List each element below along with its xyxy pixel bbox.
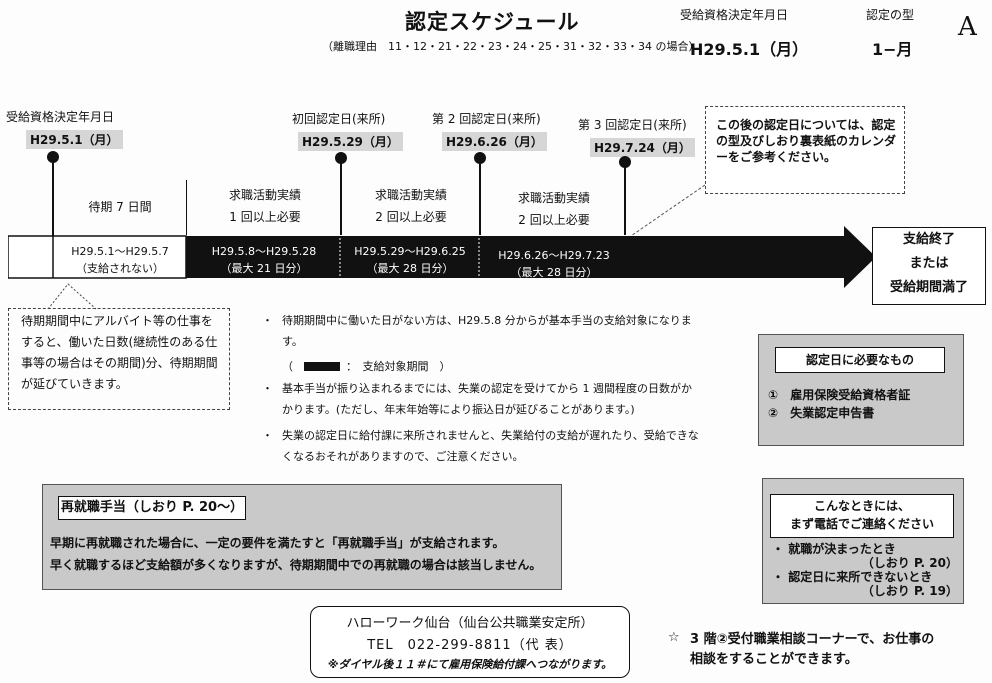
reemployment-text: 早期に再就職された場合に、一定の要件を満たすと「再就職手当」が支給されます。 早… bbox=[50, 532, 541, 576]
bullet-icon: ・ bbox=[262, 429, 273, 442]
callout-pointer bbox=[627, 184, 706, 239]
end-box: 支給終了 または 受給期間満了 bbox=[872, 227, 986, 305]
schedule-callout: この後の認定日については、認定の型及びしおり裏表紙のカレンダーをご参考ください。 bbox=[705, 106, 905, 194]
page-title: 認定スケジュール bbox=[405, 10, 580, 34]
event-date-first: H29.5.29（月） bbox=[298, 132, 403, 151]
segment-divider bbox=[186, 180, 187, 235]
segment-title-2: 求職活動実績 bbox=[374, 188, 447, 202]
segment-range-1: H29.5.8～H29.5.28 bbox=[211, 245, 317, 258]
segment-note-2: （最大 28 日分） bbox=[366, 262, 454, 275]
event-line-third bbox=[624, 164, 626, 235]
contact-list: ・ 就職が決まったとき （しおり P. 20） ・ 認定日に来所できないとき （… bbox=[772, 542, 958, 598]
contact-title: こんなときには、 まず電話でご連絡ください bbox=[770, 494, 954, 538]
bullet-item-1: 待期期間中に働いた日がない方は、H29.5.8 分からが基本手当の支給対象になり… bbox=[282, 314, 692, 348]
consult-note: 3 階②受付職業相談コーナーで、お仕事の 相談をすることができます。 bbox=[690, 630, 934, 670]
event-marker-decision bbox=[47, 151, 59, 163]
event-line-second bbox=[479, 160, 481, 235]
segment-title-1: 求職活動実績 bbox=[228, 188, 301, 202]
end-box-line-1: 支給終了 bbox=[902, 232, 955, 247]
legend-text: ： 支給対象期間 ） bbox=[346, 360, 451, 373]
event-marker-second bbox=[474, 152, 486, 164]
decision-date-label: 受給資格決定年月日 bbox=[680, 8, 789, 22]
contact-item-text: 就職が決まったとき bbox=[788, 542, 896, 556]
event-date-second: H29.6.26（月） bbox=[442, 132, 547, 151]
consult-line-2: 相談をすることができます。 bbox=[690, 652, 858, 667]
required-item: ① 雇用保険受給資格者証 bbox=[768, 386, 910, 404]
segment-req-3: 2 回以上必要 bbox=[518, 213, 590, 227]
required-items-title: 認定日に必要なもの bbox=[775, 347, 945, 373]
legend-open: （ bbox=[282, 360, 293, 373]
reemployment-line-1: 早期に再就職された場合に、一定の要件を満たすと「再就職手当」が支給されます。 bbox=[50, 536, 505, 550]
office-name: ハローワーク仙台（仙台公共職業安定所） bbox=[346, 616, 594, 631]
segment-title-3: 求職活動実績 bbox=[517, 191, 590, 205]
waiting-note-pointer bbox=[47, 283, 97, 310]
star-icon: ☆ bbox=[668, 630, 680, 645]
contact-item-ref: （しおり P. 19） bbox=[861, 584, 958, 598]
waiting-period-note: 待期期間中にアルバイト等の仕事をすると、働いた日数(継続性のある仕事等の場合はそ… bbox=[8, 308, 230, 410]
event-label-third: 第 3 回認定日(来所) bbox=[578, 118, 687, 132]
required-item: ② 失業認定申告書 bbox=[768, 404, 910, 422]
event-line-decision bbox=[52, 160, 54, 275]
event-marker-first bbox=[335, 152, 347, 164]
end-box-line-2: または bbox=[909, 256, 949, 271]
event-line-first bbox=[340, 160, 342, 235]
contact-item-ref: （しおり P. 20） bbox=[861, 556, 958, 570]
event-label-decision: 受給資格決定年月日 bbox=[6, 110, 115, 124]
segment-req-2: 2 回以上必要 bbox=[375, 210, 447, 224]
segment-range-waiting: H29.5.1～H29.5.7 bbox=[71, 245, 169, 258]
segment-note-waiting: （支給されない） bbox=[76, 262, 164, 275]
event-date-third: H29.7.24（月） bbox=[590, 138, 695, 157]
page-subtitle: （離職理由 11・12・21・22・23・24・25・31・32・33・34 の… bbox=[322, 40, 700, 53]
required-item-text: 雇用保険受給資格者証 bbox=[790, 388, 911, 402]
required-item-num: ① bbox=[768, 388, 779, 402]
contact-item: ・ 認定日に来所できないとき bbox=[772, 570, 933, 584]
segment-note-3: （最大 28 日分） bbox=[510, 266, 598, 279]
type-label: 認定の型 bbox=[866, 8, 915, 22]
event-label-first: 初回認定日(来所) bbox=[292, 112, 386, 126]
decision-date-value: H29.5.1（月） bbox=[690, 40, 809, 59]
schedule-bar bbox=[8, 226, 876, 288]
legend-swatch bbox=[304, 362, 340, 371]
reemployment-title: 再就職手当（しおり P. 20～） bbox=[58, 496, 246, 520]
contact-item-text: 認定日に来所できないとき bbox=[788, 570, 933, 584]
consult-line-1: 3 階②受付職業相談コーナーで、お仕事の bbox=[690, 632, 935, 647]
sheet-letter: A bbox=[958, 12, 977, 42]
event-date-decision: H29.5.1（月） bbox=[26, 130, 123, 149]
required-item-num: ② bbox=[768, 406, 779, 420]
contact-title-line-1: こんなときには、 bbox=[813, 499, 910, 513]
reemployment-line-2: 早く就職するほど支給額が多くなりますが、待期期間中での再就職の場合は該当しません… bbox=[50, 558, 542, 572]
bullet-icon: ・ bbox=[262, 382, 273, 395]
bullet-item-2: 基本手当が振り込まれるまでには、失業の認定を受けてから 1 週間程度の日数がかか… bbox=[282, 382, 692, 416]
bullet-icon: ・ bbox=[262, 314, 273, 327]
office-info-box: ハローワーク仙台（仙台公共職業安定所） TEL 022-299-8811（代 表… bbox=[310, 606, 630, 678]
office-tel: TEL 022-299-8811（代 表） bbox=[367, 638, 573, 653]
event-marker-third bbox=[619, 156, 631, 168]
contact-title-line-2: まず電話でご連絡ください bbox=[789, 517, 934, 531]
type-value: 1−月 bbox=[872, 40, 913, 59]
required-item-text: 失業認定申告書 bbox=[790, 406, 875, 420]
segment-range-2: H29.5.29～H29.6.25 bbox=[354, 245, 466, 258]
required-items-list: ① 雇用保険受給資格者証 ② 失業認定申告書 bbox=[768, 386, 910, 422]
office-note: ※ダイヤル後１１＃にて雇用保険給付課へつながります。 bbox=[327, 658, 613, 671]
segment-req-1: 1 回以上必要 bbox=[229, 210, 301, 224]
segment-title-waiting: 待期 7 日間 bbox=[88, 200, 152, 214]
bullet-item-3: 失業の認定日に給付課に来所されませんと、失業給付の支給が遅れたり、受給できなくな… bbox=[282, 429, 699, 463]
end-box-line-3: 受給期間満了 bbox=[889, 280, 968, 295]
event-label-second: 第 2 回認定日(来所) bbox=[432, 112, 541, 126]
contact-item: ・ 就職が決まったとき bbox=[772, 542, 896, 556]
segment-note-1: （最大 21 日分） bbox=[220, 262, 308, 275]
segment-range-3: H29.6.26～H29.7.23 bbox=[498, 249, 610, 262]
